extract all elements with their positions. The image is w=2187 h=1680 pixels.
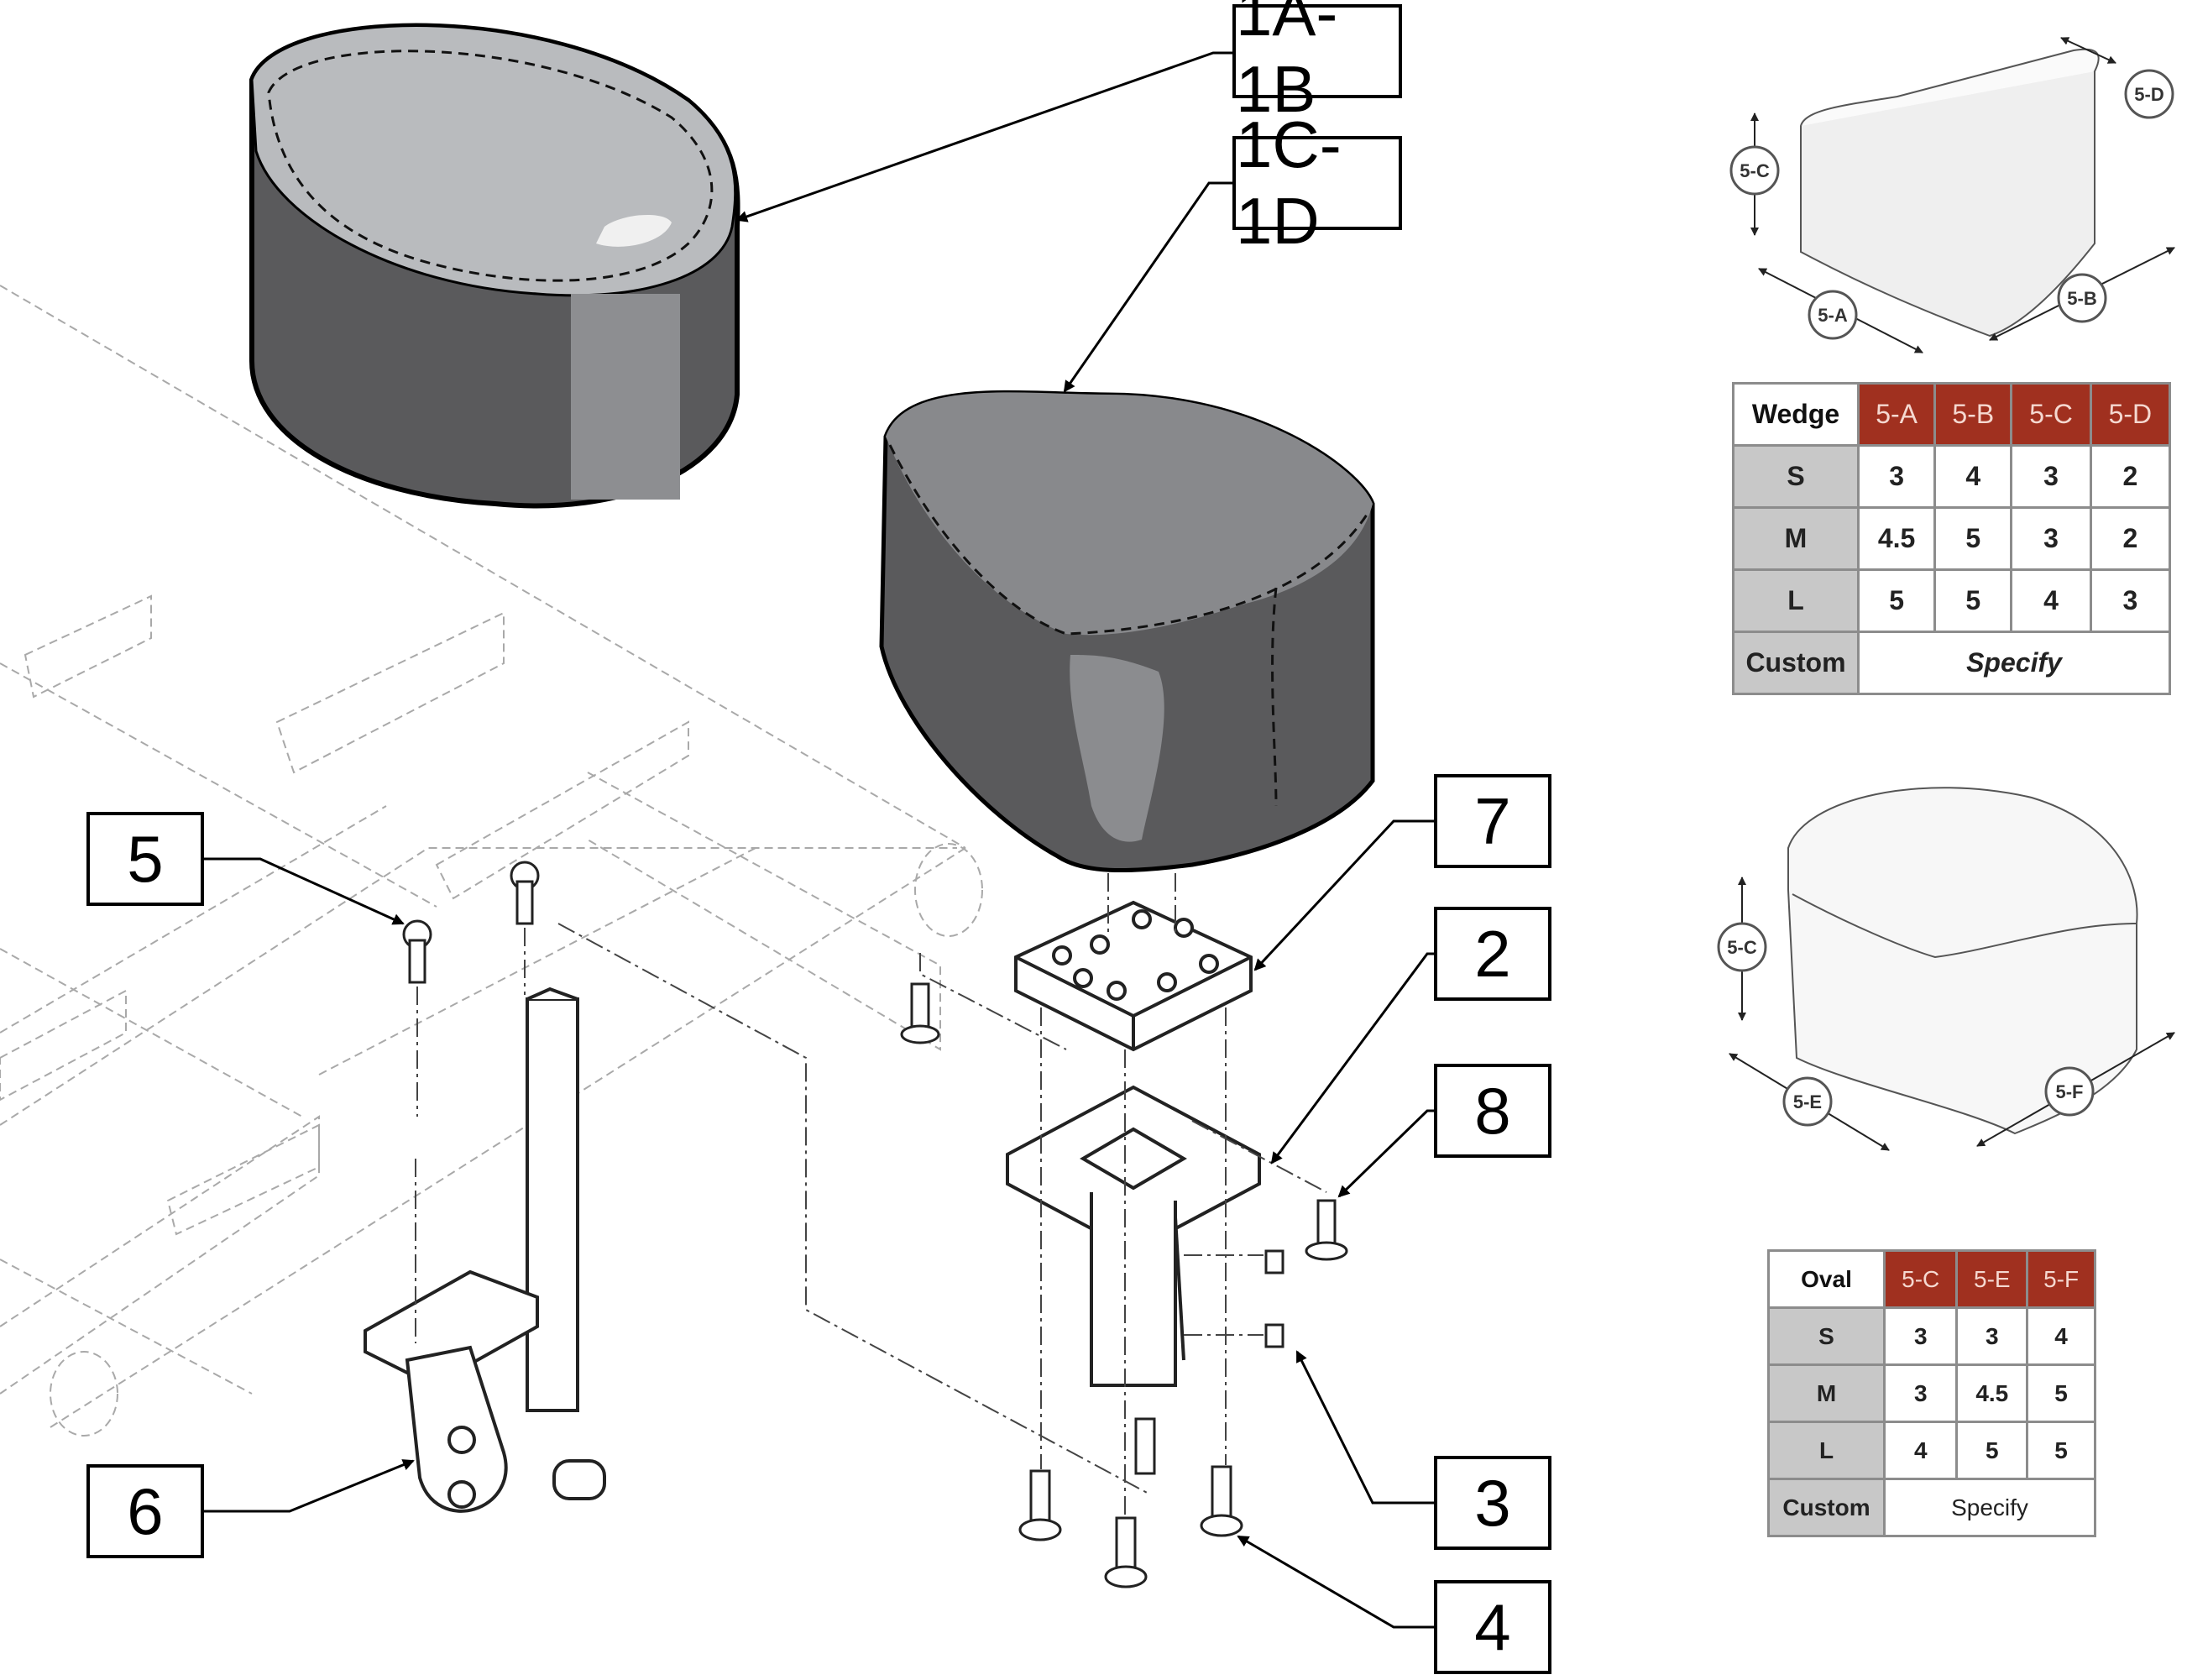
wedge-table-header-row: Wedge 5-A 5-B 5-C 5-D	[1732, 382, 2172, 447]
screw-part-8	[1305, 1199, 1348, 1261]
callout-8: 8	[1434, 1064, 1551, 1158]
oval-row-label: L	[1767, 1421, 1886, 1480]
oval-col-5e: 5-E	[1955, 1249, 2029, 1309]
screws	[402, 861, 1348, 1588]
screw-bottom-2	[1104, 1516, 1148, 1588]
oval-size-table: Oval 5-C 5-E 5-F S 3 3 4 M 3 4.5 5 L 4 5…	[1767, 1249, 2096, 1537]
oval-row-label: S	[1767, 1306, 1886, 1366]
screw-plate-side	[900, 982, 940, 1044]
wedge-row-label: S	[1732, 444, 1860, 509]
table-cell: 5	[1856, 568, 1937, 633]
wedge-col-5c: 5-C	[2010, 382, 2092, 447]
table-cell: 3	[1955, 1306, 2029, 1366]
table-cell: 4.5	[1856, 506, 1937, 571]
table-cell: 5	[1933, 568, 2013, 633]
wedge-dimension-diagram	[1750, 37, 2175, 353]
table-cell: 4	[1933, 444, 2013, 509]
oval-headrest-pad	[249, 23, 740, 509]
callout-7: 7	[1434, 774, 1551, 868]
tag-5d-wedge: 5-D	[2134, 84, 2163, 105]
callout-5: 5	[86, 812, 204, 906]
table-cell: 4	[1882, 1421, 1959, 1480]
table-cell: 5	[2026, 1363, 2096, 1423]
oval-custom-value: Specify	[1883, 1478, 2096, 1537]
screw-bottom-1	[1018, 1469, 1062, 1541]
screw-part-5	[402, 919, 432, 984]
oval-custom-label: Custom	[1767, 1478, 1886, 1537]
wedge-custom-value: Specify	[1857, 631, 2171, 695]
headrest-clamp-assembly	[364, 987, 606, 1513]
table-cell: 3	[1882, 1306, 1959, 1366]
wedge-size-table: Wedge 5-A 5-B 5-C 5-D S 3 4 3 2 M 4.5 5 …	[1732, 382, 2172, 695]
tag-5c-oval: 5-C	[1727, 937, 1757, 958]
callout-6: 6	[86, 1464, 204, 1558]
table-cell: 4	[2026, 1306, 2096, 1366]
tag-5e-oval: 5-E	[1793, 1091, 1822, 1112]
callout-3: 3	[1434, 1456, 1551, 1550]
callout-leaders	[204, 51, 1434, 1629]
oval-col-5c: 5-C	[1882, 1249, 1959, 1309]
screw-bottom-4	[1134, 1417, 1156, 1475]
tag-5b-wedge: 5-B	[2067, 288, 2096, 309]
wedge-headrest-pad	[879, 390, 1375, 873]
table-row: M 4.5 5 3 2	[1732, 506, 2172, 571]
table-row: M 3 4.5 5	[1767, 1363, 2096, 1423]
table-cell: 5	[1933, 506, 2013, 571]
oval-row-label: M	[1767, 1363, 1886, 1423]
dimension-tag-circles	[1717, 69, 2174, 1127]
wedge-table-title: Wedge	[1732, 382, 1860, 447]
table-cell: 3	[2089, 568, 2172, 633]
mounting-plate	[1014, 900, 1253, 1052]
screw-post-top	[510, 861, 540, 925]
table-cell: 3	[1856, 444, 1937, 509]
table-row: S 3 4 3 2	[1732, 444, 2172, 509]
table-cell: 3	[2010, 444, 2092, 509]
oval-table-header-row: Oval 5-C 5-E 5-F	[1767, 1249, 2096, 1309]
square-mount-bracket	[1006, 1085, 1261, 1387]
wedge-col-5b: 5-B	[1933, 382, 2013, 447]
table-cell: 5	[2026, 1421, 2096, 1480]
callout-1c-1d: 1C-1D	[1232, 107, 1402, 258]
oval-table-title: Oval	[1767, 1249, 1886, 1309]
wedge-row-label: M	[1732, 506, 1860, 571]
oval-col-5f: 5-F	[2026, 1249, 2096, 1309]
table-cell: 3	[1882, 1363, 1959, 1423]
table-row: L 4 5 5	[1767, 1421, 2096, 1480]
table-cell: 3	[2010, 506, 2092, 571]
callout-2: 2	[1434, 907, 1551, 1001]
set-screws-part-3	[1264, 1249, 1284, 1348]
table-cell: 4.5	[1955, 1363, 2029, 1423]
wedge-col-5d: 5-D	[2089, 382, 2172, 447]
wedge-col-5a: 5-A	[1856, 382, 1937, 447]
wedge-custom-label: Custom	[1732, 631, 1860, 695]
table-row: L 5 5 4 3	[1732, 568, 2172, 633]
table-cell: 5	[1955, 1421, 2029, 1480]
tag-5c-wedge: 5-C	[1740, 160, 1770, 181]
table-cell: 4	[2010, 568, 2092, 633]
alignment-lines	[415, 873, 1327, 1515]
callout-4: 4	[1434, 1580, 1551, 1674]
table-cell: 2	[2089, 444, 2172, 509]
callout-1a-1b: 1A-1B	[1232, 0, 1402, 126]
tag-5a-wedge: 5-A	[1818, 305, 1848, 326]
wedge-row-label: L	[1732, 568, 1860, 633]
table-row: S 3 3 4	[1767, 1306, 2096, 1366]
table-row: Custom Specify	[1732, 631, 2171, 695]
table-row: Custom Specify	[1767, 1478, 2096, 1537]
screw-bottom-3	[1200, 1465, 1243, 1537]
table-cell: 2	[2089, 506, 2172, 571]
tag-5f-oval: 5-F	[2056, 1081, 2084, 1102]
background-chair-frame	[0, 285, 983, 1437]
